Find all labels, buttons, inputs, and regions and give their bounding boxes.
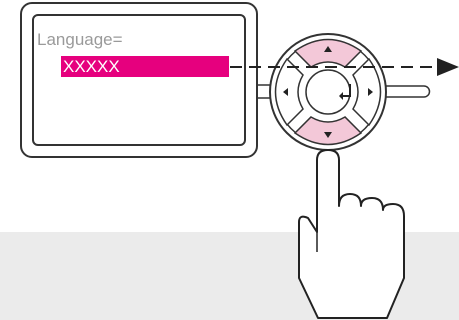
arrow-head-icon <box>437 58 459 76</box>
enter-button[interactable] <box>306 70 350 114</box>
hand-pointer-icon <box>299 150 404 318</box>
right-connector <box>384 86 430 97</box>
